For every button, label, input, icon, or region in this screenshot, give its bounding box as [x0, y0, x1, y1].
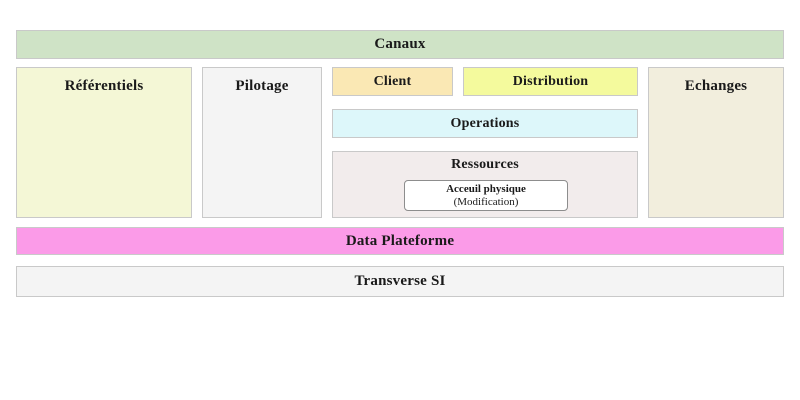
capability-card-name: Acceuil physique: [446, 183, 526, 195]
column-pilotage-label: Pilotage: [235, 78, 289, 94]
box-ressources-label: Ressources: [451, 157, 519, 172]
band-transverse-si-label: Transverse SI: [354, 273, 446, 289]
center-stack: Client Distribution Operations Ressource…: [332, 67, 638, 218]
column-referentiels-label: Référentiels: [64, 78, 144, 94]
box-operations-label: Operations: [450, 115, 520, 131]
box-distribution[interactable]: Distribution: [463, 67, 638, 96]
box-operations[interactable]: Operations: [332, 109, 638, 138]
band-data-plateforme-label: Data Plateforme: [345, 232, 455, 249]
column-echanges[interactable]: Echanges: [648, 67, 784, 218]
capability-card-status: (Modification): [453, 196, 519, 208]
column-pilotage[interactable]: Pilotage: [202, 67, 322, 218]
box-client[interactable]: Client: [332, 67, 453, 96]
capability-card-acceuil-physique[interactable]: Acceuil physique (Modification): [404, 180, 568, 211]
column-referentiels[interactable]: Référentiels: [16, 67, 192, 218]
band-data-plateforme[interactable]: Data Plateforme: [16, 227, 784, 255]
column-echanges-label: Echanges: [684, 78, 748, 94]
box-ressources[interactable]: Ressources Acceuil physique (Modificatio…: [332, 151, 638, 218]
band-canaux[interactable]: Canaux: [16, 30, 784, 59]
columns-row: Référentiels Pilotage Client Distributio…: [16, 67, 784, 218]
band-transverse-si[interactable]: Transverse SI: [16, 266, 784, 297]
box-distribution-label: Distribution: [512, 73, 589, 89]
band-canaux-label: Canaux: [374, 36, 426, 52]
box-client-label: Client: [373, 73, 412, 89]
